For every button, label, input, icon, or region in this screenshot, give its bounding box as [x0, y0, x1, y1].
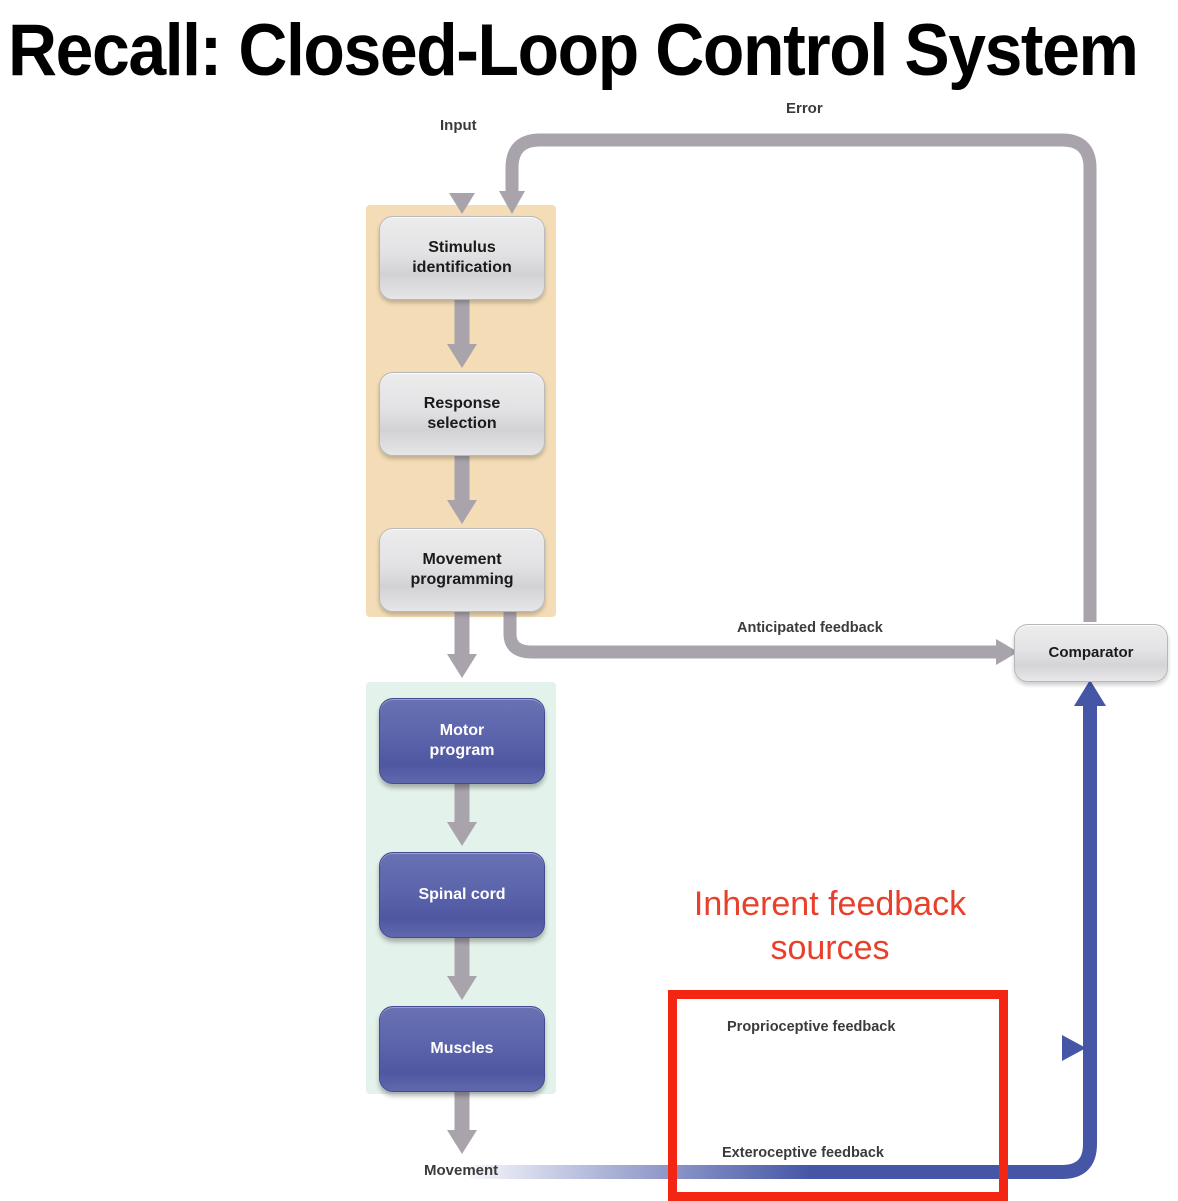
- arrow-muscles-to-movement: [447, 1086, 477, 1154]
- annotation-line2: sources: [770, 929, 890, 967]
- comparator-label: Comparator: [1048, 644, 1134, 661]
- label-input: Input: [440, 117, 477, 134]
- node-comparator[interactable]: Comparator: [1014, 624, 1168, 682]
- node-response-selection[interactable]: Response selection: [379, 372, 545, 456]
- node-label-line1: Stimulus: [428, 239, 496, 256]
- error-feedback-path: [499, 133, 1097, 622]
- label-movement: Movement: [424, 1162, 499, 1179]
- label-proprioceptive-feedback: Proprioceptive feedback: [727, 1019, 896, 1035]
- node-label-line2: selection: [427, 415, 497, 432]
- arrow-motorprogram-to-spinalcord: [447, 778, 477, 846]
- label-error: Error: [786, 100, 823, 117]
- inherent-feedback-annotation: Inherent feedback sources: [660, 882, 1000, 970]
- node-label-line1: Movement: [422, 551, 502, 568]
- input-arrow: [449, 148, 475, 214]
- arrow-response-to-movement: [447, 452, 477, 524]
- arrow-spinalcord-to-muscles: [447, 932, 477, 1000]
- node-label-line2: program: [429, 742, 495, 759]
- arrow-movement-to-motorprogram: [447, 606, 477, 678]
- node-motor-program[interactable]: Motor program: [379, 698, 545, 784]
- annotation-line1: Inherent feedback: [693, 885, 967, 923]
- label-exteroceptive-feedback: Exteroceptive feedback: [722, 1145, 884, 1161]
- anticipated-feedback-arrow: [503, 592, 1018, 665]
- node-label-line1: Muscles: [430, 1040, 494, 1057]
- slide-title: Recall: Closed-Loop Control System: [8, 10, 1139, 91]
- proprioceptive-feedback-arrow: [548, 1035, 1086, 1061]
- inherent-feedback-highlight-box: [668, 990, 1008, 1201]
- node-spinal-cord[interactable]: Spinal cord: [379, 852, 545, 938]
- arrow-stimulus-to-response: [447, 296, 477, 368]
- node-muscles[interactable]: Muscles: [379, 1006, 545, 1092]
- node-stimulus-identification[interactable]: Stimulus identification: [379, 216, 545, 300]
- node-movement-programming[interactable]: Movement programming: [379, 528, 545, 612]
- node-label-line1: Response: [423, 395, 501, 412]
- node-label-line1: Spinal cord: [418, 886, 506, 903]
- node-label-line1: Motor: [439, 722, 485, 739]
- node-label-line2: identification: [412, 259, 512, 276]
- exteroceptive-feedback-path: [470, 680, 1106, 1179]
- label-anticipated-feedback: Anticipated feedback: [737, 620, 883, 636]
- node-label-line2: programming: [410, 571, 514, 588]
